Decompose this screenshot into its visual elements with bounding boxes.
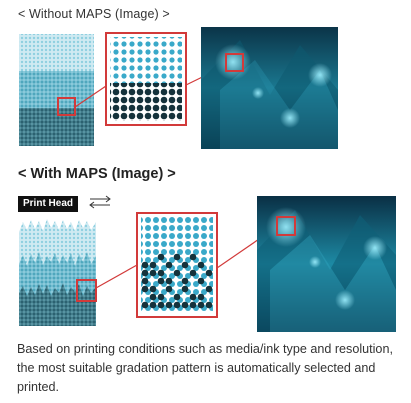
gradation-strip-dark	[19, 108, 94, 146]
highlight-box-photo-without	[225, 53, 244, 72]
without-maps-title: < Without MAPS (Image) >	[18, 7, 170, 21]
caption-text: Based on printing conditions such as med…	[17, 342, 393, 394]
gradation-strip-light	[19, 34, 94, 71]
highlight-box-small-maps	[76, 279, 97, 302]
with-maps-title: < With MAPS (Image) >	[18, 166, 176, 182]
gradation-strip-maps	[19, 218, 96, 326]
double-arrow-icon	[89, 195, 111, 209]
dark-dot-cluster	[141, 253, 213, 309]
gradation-strip-mid	[19, 71, 94, 108]
print-head-label: Print Head	[18, 196, 79, 212]
highlight-box-photo-with	[276, 216, 296, 236]
